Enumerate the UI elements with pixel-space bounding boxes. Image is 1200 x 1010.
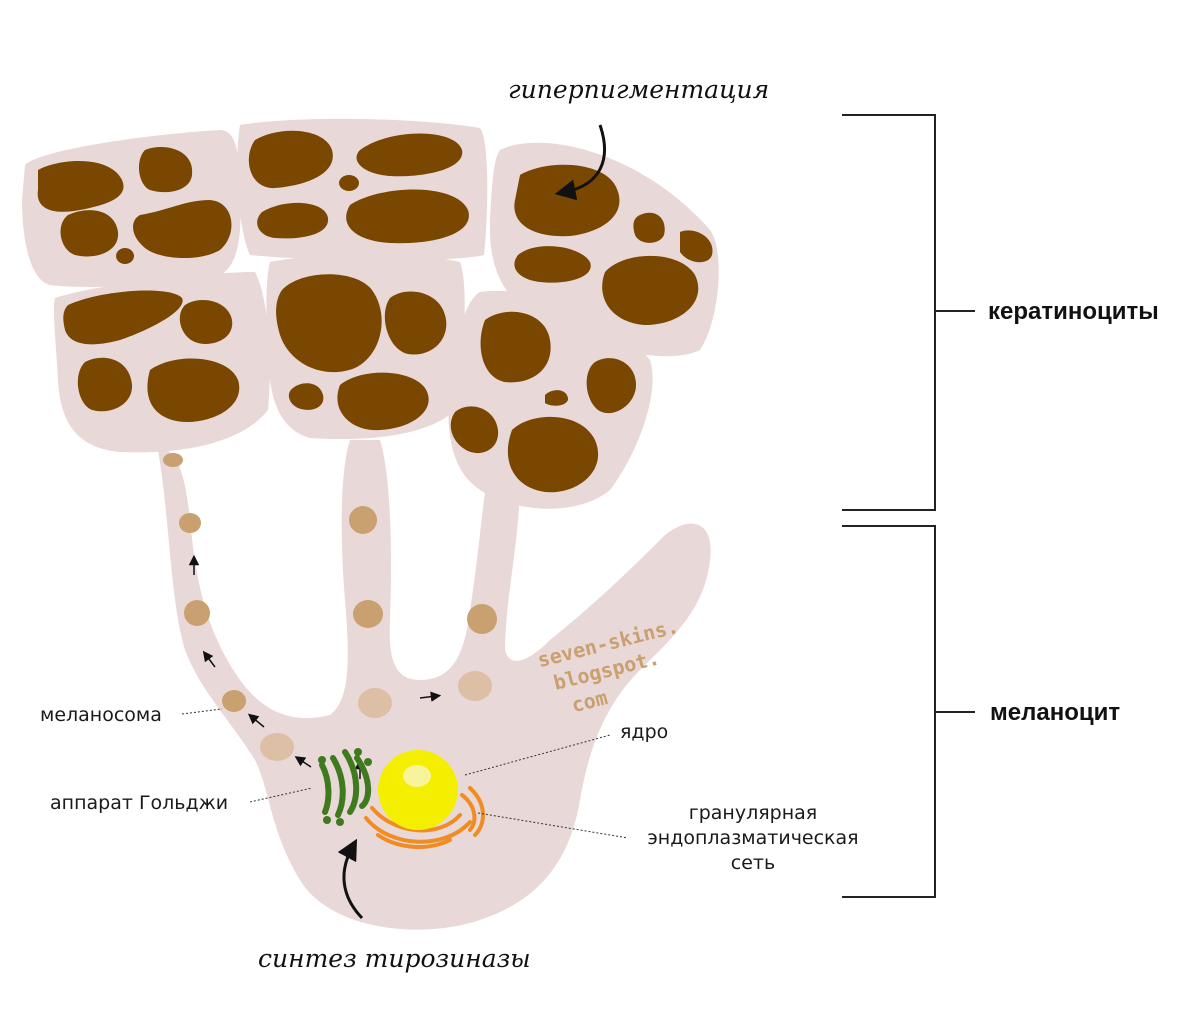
er-label-line1: гранулярная bbox=[689, 802, 817, 824]
melanosome bbox=[458, 671, 492, 701]
keratinocyte-4 bbox=[53, 272, 270, 453]
melanosome bbox=[358, 688, 392, 718]
nucleus-leader bbox=[464, 734, 611, 776]
hyperpigmentation-arrow bbox=[554, 124, 606, 201]
golgi-leader bbox=[249, 787, 313, 803]
golgi-label: аппарат Гольджи bbox=[50, 792, 228, 814]
er-label-line2: эндоплазматическая bbox=[647, 827, 858, 849]
melanosome-leader bbox=[181, 708, 223, 715]
keratinocyte-6 bbox=[448, 290, 653, 509]
nucleus-label: ядро bbox=[620, 721, 668, 743]
transport-arrow bbox=[294, 756, 312, 768]
hyperpigmentation-label: гиперпигментация bbox=[508, 75, 769, 104]
transport-arrow bbox=[202, 650, 216, 668]
rough-er bbox=[364, 786, 485, 849]
tyrosinase-arrow bbox=[337, 838, 364, 920]
melanosome bbox=[349, 506, 377, 534]
melanosome-label: меланосома bbox=[40, 704, 162, 726]
bracket-keratinocytes bbox=[842, 114, 975, 511]
er-label-line3: сеть bbox=[731, 852, 775, 874]
keratinocytes-group bbox=[22, 118, 719, 509]
keratinocyte-1 bbox=[22, 130, 241, 287]
golgi-apparatus bbox=[318, 748, 372, 826]
melanosome bbox=[222, 690, 246, 712]
er-leader bbox=[477, 812, 629, 839]
leader-lines bbox=[181, 708, 629, 839]
transport-arrow bbox=[247, 713, 265, 728]
tyrosinase-label: синтез тирозиназы bbox=[258, 944, 531, 973]
melanocyte-body bbox=[158, 440, 711, 930]
bracket-melanocyte bbox=[842, 525, 975, 898]
transport-arrow bbox=[419, 691, 442, 702]
melanosome bbox=[179, 513, 201, 533]
melanosome bbox=[260, 733, 294, 761]
melanocyte-cell bbox=[158, 440, 711, 930]
keratinocyte-2 bbox=[237, 118, 488, 261]
melanosome bbox=[467, 604, 497, 634]
melanosome bbox=[184, 600, 210, 626]
melanosome bbox=[353, 600, 383, 628]
melanocyte-label: меланоцит bbox=[990, 699, 1120, 726]
keratinocyte-5 bbox=[266, 253, 465, 440]
melanosomes-group bbox=[163, 453, 497, 761]
keratinocytes-label: кератиноциты bbox=[988, 298, 1159, 325]
melanosome bbox=[163, 453, 183, 467]
nucleus bbox=[378, 750, 458, 830]
